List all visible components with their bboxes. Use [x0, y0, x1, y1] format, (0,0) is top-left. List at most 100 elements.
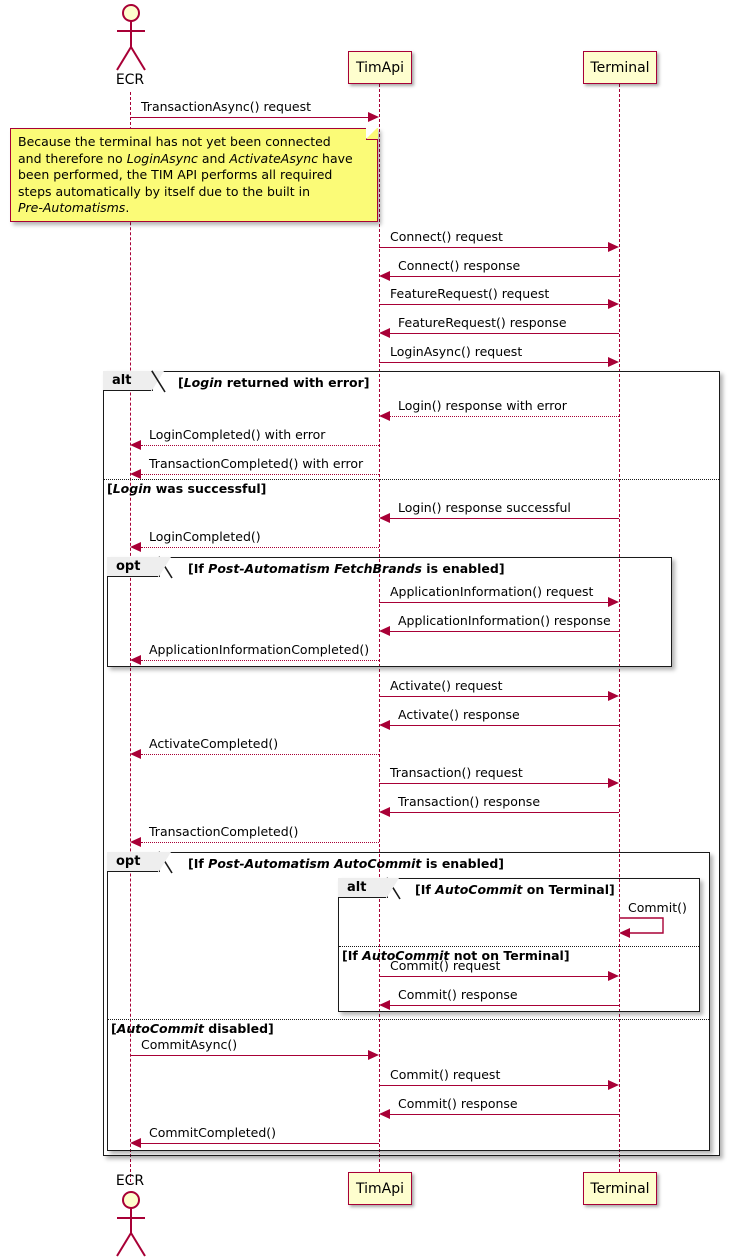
fragment-guard-alt-autocommit-terminal-2: [If AutoCommit not on Terminal]: [342, 948, 570, 963]
message-line-m5: [390, 333, 619, 334]
message-arrowhead-m17: [130, 749, 141, 759]
message-line-m20: [141, 842, 379, 843]
participant-label-terminal-top: Terminal: [590, 59, 650, 76]
fragment-tab-notch-alt-autocommit-terminal: [386, 878, 400, 899]
message-label-m20: TransactionCompleted(): [149, 824, 299, 839]
message-arrowhead-m9: [130, 469, 141, 479]
message-line-m23: [390, 1005, 619, 1006]
message-label-m3: Connect() response: [398, 258, 521, 273]
participant-label-terminal-bottom: Terminal: [590, 1180, 650, 1197]
message-arrowhead-m16: [379, 720, 390, 730]
message-label-m5: FeatureRequest() response: [398, 315, 567, 330]
participant-box-timapi-bottom: TimApi: [348, 1172, 412, 1205]
message-arrowhead-m4: [608, 299, 619, 309]
message-line-m11: [141, 547, 379, 548]
actor-ecr-bottom-icon: [116, 1191, 146, 1257]
message-line-m10: [390, 518, 619, 519]
message-label-m22: Commit() request: [390, 958, 501, 973]
fragment-tab-notch-line-alt-login: [151, 370, 166, 393]
message-label-m18: Transaction() request: [390, 765, 523, 780]
message-line-m16: [390, 725, 619, 726]
participant-label-ecr-bottom: ECR: [115, 1173, 145, 1189]
note-pre-automatisms: Because the terminal has not yet been co…: [10, 127, 378, 222]
message-line-m6: [379, 362, 609, 363]
message-label-m23: Commit() response: [398, 987, 518, 1002]
message-label-m26: Commit() response: [398, 1096, 518, 1111]
message-label-m27: CommitCompleted(): [149, 1125, 277, 1140]
message-label-m17: ActivateCompleted(): [149, 736, 279, 751]
message-line-m2: [379, 247, 609, 248]
message-arrowhead-m3: [379, 271, 390, 281]
message-line-m18: [379, 783, 609, 784]
fragment-guard-alt-autocommit-terminal-1: [If AutoCommit on Terminal]: [415, 882, 615, 897]
message-arrowhead-m6: [608, 357, 619, 367]
message-label-m1: TransactionAsync() request: [141, 99, 312, 114]
message-line-m24: [130, 1055, 371, 1056]
actor-ecr-top-icon: [116, 4, 146, 71]
message-arrowhead-m15: [608, 691, 619, 701]
message-line-m7: [390, 416, 619, 417]
fragment-guard-opt-fetchbrands: [If Post-Automatism FetchBrands is enabl…: [188, 561, 505, 576]
fragment-guard-alt-login-1: [Login returned with error]: [178, 375, 370, 390]
note-line-1: Because the terminal has not yet been co…: [18, 134, 331, 149]
message-line-m27: [141, 1143, 379, 1144]
message-label-m10: Login() response successful: [398, 500, 571, 515]
note-line-5: Pre-Automatisms.: [18, 200, 130, 215]
message-arrowhead-m23: [379, 1000, 390, 1010]
message-arrowhead-m13: [379, 626, 390, 636]
lifeline-ecr: [130, 92, 131, 1182]
fragment-tab-notch-opt-fetchbrands: [158, 557, 172, 578]
fragment-guard-opt-autocommit-1: [If Post-Automatism AutoCommit is enable…: [188, 856, 505, 871]
message-line-m14: [141, 660, 379, 661]
message-line-m26: [390, 1114, 619, 1115]
fragment-opt-autocommit: [107, 852, 710, 1151]
fragment-tab-opt-fetchbrands: opt: [107, 555, 161, 577]
message-line-m22: [379, 976, 609, 977]
message-line-m3: [390, 276, 619, 277]
fragment-guard-alt-login-2: [Login was successful]: [107, 481, 267, 496]
participant-label-timapi-bottom: TimApi: [355, 1180, 404, 1197]
message-arrowhead-m1: [368, 112, 379, 122]
note-fold-icon: [366, 127, 378, 140]
message-arrowhead-m26: [379, 1109, 390, 1119]
message-arrowhead-m25: [608, 1080, 619, 1090]
message-arrowhead-m12: [608, 597, 619, 607]
message-label-m11: LoginCompleted(): [149, 529, 261, 544]
message-label-m9: TransactionCompleted() with error: [149, 456, 364, 471]
message-label-m7: Login() response with error: [398, 398, 567, 413]
message-label-m24: CommitAsync(): [141, 1037, 238, 1052]
message-line-m1: [130, 117, 371, 118]
message-arrowhead-m11: [130, 542, 141, 552]
fragment-alt-autocommit-terminal: [338, 878, 700, 1012]
message-line-m13: [390, 631, 619, 632]
fragment-tab-alt-autocommit-terminal: alt: [338, 876, 389, 898]
message-arrowhead-m2: [608, 242, 619, 252]
message-label-m21: Commit(): [628, 900, 687, 915]
message-line-m8: [141, 445, 379, 446]
message-arrowhead-m14: [130, 655, 141, 665]
message-arrowhead-m7: [379, 411, 390, 421]
note-line-3: been performed, the TIM API performs all…: [18, 167, 333, 182]
message-line-m9: [141, 474, 379, 475]
message-arrowhead-m8: [130, 440, 141, 450]
lifeline-terminal: [619, 84, 620, 1172]
message-label-m19: Transaction() response: [398, 794, 541, 809]
message-selfloop-m21: [619, 917, 664, 938]
message-label-m6: LoginAsync() request: [390, 344, 523, 359]
message-line-m17: [141, 754, 379, 755]
fragment-tab-notch-opt-autocommit: [158, 852, 172, 873]
message-label-m13: ApplicationInformation() response: [398, 613, 611, 628]
fragment-divider-alt-login: [104, 479, 719, 480]
message-line-m4: [379, 304, 609, 305]
fragment-opt-fetchbrands: [107, 557, 672, 667]
fragment-guard-opt-autocommit-2: [AutoCommit disabled]: [111, 1021, 274, 1036]
message-arrowhead-m20: [130, 837, 141, 847]
fragment-divider-alt-autocommit-terminal: [339, 946, 699, 947]
message-label-m12: ApplicationInformation() request: [390, 584, 594, 599]
message-label-m2: Connect() request: [390, 229, 503, 244]
note-line-2: and therefore no LoginAsync and Activate…: [18, 150, 353, 166]
message-label-m14: ApplicationInformationCompleted(): [149, 642, 370, 657]
message-label-m15: Activate() request: [390, 678, 503, 693]
message-line-m12: [379, 602, 609, 603]
